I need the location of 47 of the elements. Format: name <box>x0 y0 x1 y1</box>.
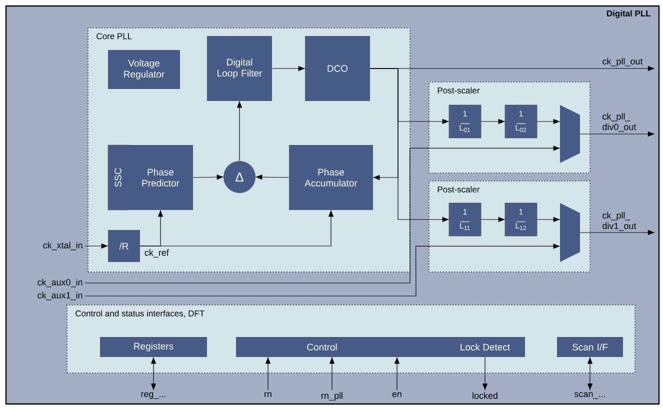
arrow <box>265 356 271 390</box>
block-box: Registers <box>100 337 207 357</box>
arrow <box>272 66 306 72</box>
arrow <box>84 244 560 296</box>
arrow <box>192 174 224 180</box>
signal-label: ck_pll_ div1_out <box>602 212 636 231</box>
signal-label: ck_pll_ div0_out <box>602 113 636 132</box>
mux-symbol <box>560 203 580 262</box>
arrow <box>480 216 506 222</box>
signal-label: rn_pll <box>322 392 342 401</box>
arrow <box>580 131 655 137</box>
block-box: DCO <box>305 36 370 101</box>
arrow <box>587 356 593 390</box>
signal-label: ck_pll_out <box>602 58 643 66</box>
signal-label: rn <box>264 392 272 398</box>
signal-label: ck_aux0_in <box>38 278 82 288</box>
block-box: Voltage Regulator <box>108 50 180 89</box>
arrow <box>140 210 334 246</box>
arrow <box>580 230 655 236</box>
arrow <box>370 68 450 222</box>
mux-symbol <box>560 105 580 163</box>
signal-label: en <box>392 392 402 398</box>
title: Digital PLL <box>606 10 651 18</box>
arrow <box>482 356 488 390</box>
arrow <box>394 356 400 390</box>
signal-label: locked <box>472 392 498 399</box>
block-box: SSC <box>108 144 128 210</box>
arrow <box>255 174 290 180</box>
block-box: Scan I/F <box>557 337 623 357</box>
node-label: Phase Predictor <box>142 168 180 186</box>
arrow <box>480 118 506 124</box>
signal-label: ck_ref <box>144 249 169 258</box>
signal-label: ck_aux1_in <box>38 292 82 300</box>
block-box: Phase Accumulator <box>289 145 373 210</box>
signal-label: scan_... <box>574 392 605 399</box>
arrow <box>536 216 560 222</box>
signal-label: ck_xtal_in <box>43 242 82 250</box>
block-box: Control Lock Detect <box>236 337 525 357</box>
block-box: Digital Loop Filter <box>207 36 272 101</box>
signal-label: reg_... <box>141 392 166 399</box>
arrow <box>329 356 335 390</box>
arrow <box>84 146 560 284</box>
arrow <box>536 118 560 124</box>
block-box: /R <box>108 230 140 262</box>
arrow <box>150 356 156 390</box>
arrow <box>84 243 108 249</box>
arrow <box>236 100 242 162</box>
